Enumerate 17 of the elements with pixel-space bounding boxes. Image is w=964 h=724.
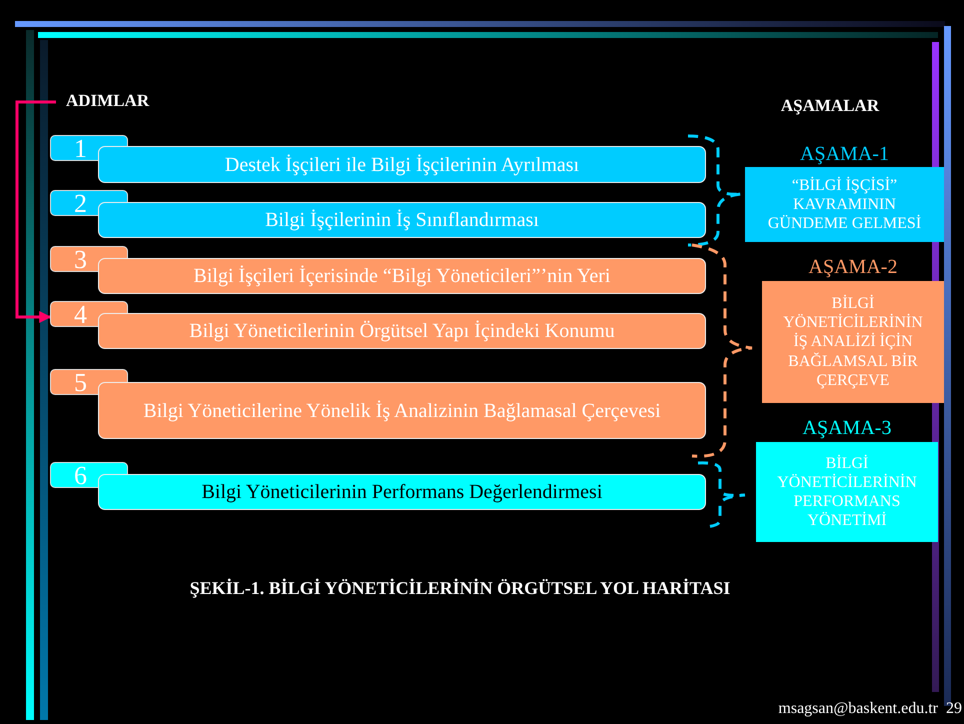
section-heading: AŞAMALAR — [780, 96, 880, 116]
figure-caption: ŞEKİL-1. BİLGİ YÖNETİCİLERİNİN ÖRGÜTSEL YOL HARİTASI — [188, 578, 732, 599]
stage-heading: AŞAMA-1 — [799, 142, 890, 166]
stage-box: “BİLGİ İŞÇİSİ” KAVRAMININ GÜNDEME GELMESİ — [745, 167, 944, 242]
step-box: Bilgi Yöneticilerinin Performans Değerlendirmesi — [98, 474, 706, 510]
stage-box: BİLGİ YÖNETİCİLERİNİN İŞ ANALİZİ İÇİN BAĞLAMSAL BİR ÇERÇEVE — [762, 281, 944, 403]
footer-text: msagsan@baskent.edu.tr 29 — [777, 700, 962, 718]
step-box: Destek İşçileri ile Bilgi İşçilerinin Ayrılması — [98, 146, 706, 183]
step-box: Bilgi Yöneticilerine Yönelik İş Analizinin Bağlamasal Çerçevesi — [98, 382, 706, 439]
arrow — [16, 100, 56, 323]
stage-heading: AŞAMA-3 — [802, 416, 892, 440]
step-box: Bilgi İşçilerinin İş Sınıflandırması — [98, 202, 706, 238]
stage-box: BİLGİ YÖNETİCİLERİNİN PERFORMANS YÖNETİMİ — [756, 442, 938, 542]
step-box: Bilgi Yöneticilerinin Örgütsel Yapı İçindeki Konumu — [98, 313, 706, 349]
step-box: Bilgi İşçileri İçerisinde “Bilgi Yöneticileri”’nin Yeri — [98, 258, 706, 294]
section-heading: ADIMLAR — [56, 88, 166, 114]
stage-heading: AŞAMA-2 — [808, 255, 898, 279]
